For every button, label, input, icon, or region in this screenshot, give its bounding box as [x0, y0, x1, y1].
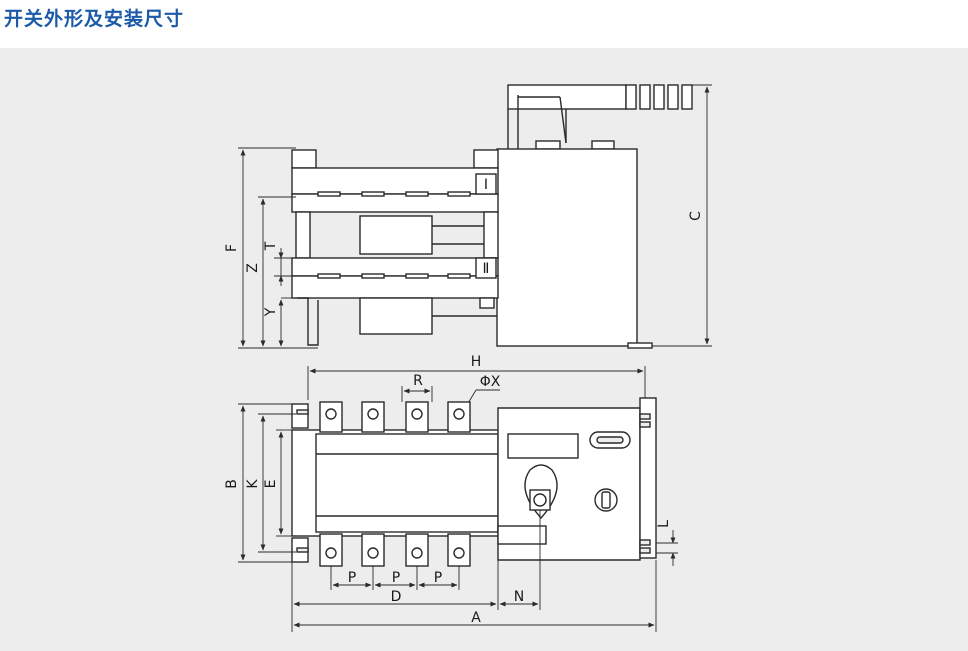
dim-label-phi-x: ΦX	[480, 374, 501, 390]
dim-label-P3: P	[434, 570, 442, 586]
position-label-2: Ⅱ	[483, 261, 490, 277]
dim-label-L: L	[656, 520, 672, 528]
controller-housing	[497, 397, 657, 561]
terminals-lower	[319, 533, 471, 567]
dim-label-F: F	[224, 244, 240, 252]
drawing-panel	[0, 48, 968, 651]
operating-handle	[507, 84, 693, 150]
dim-label-R: R	[413, 373, 423, 389]
switch-body-lower: Ⅱ	[291, 257, 499, 309]
dim-label-P1: P	[348, 570, 356, 586]
dim-label-N: N	[514, 589, 524, 605]
dim-label-C: C	[688, 211, 704, 221]
display-window	[507, 433, 579, 459]
dim-label-A: A	[471, 610, 481, 626]
dim-label-D: D	[391, 589, 402, 605]
dim-label-B: B	[224, 479, 240, 489]
pole-pitch-dimensions	[330, 566, 460, 590]
dim-label-Z: Z	[245, 263, 261, 273]
dim-label-Y: Y	[263, 307, 279, 317]
side-view: Ⅰ Ⅱ	[224, 84, 712, 349]
switch-body-upper: Ⅰ	[291, 149, 499, 213]
mechanism-housing	[496, 148, 638, 347]
dim-label-E: E	[263, 480, 279, 489]
position-label-1: Ⅰ	[484, 177, 488, 193]
dim-label-T: T	[263, 241, 279, 251]
terminals-upper	[319, 401, 471, 433]
top-dimensions-left	[238, 403, 296, 563]
dim-label-P2: P	[392, 570, 400, 586]
top-view: H R ΦX	[224, 354, 678, 632]
page-title: 开关外形及安装尺寸	[4, 8, 185, 30]
dim-label-H: H	[471, 354, 482, 370]
side-dimensions	[238, 84, 712, 349]
dim-label-K: K	[245, 479, 261, 489]
